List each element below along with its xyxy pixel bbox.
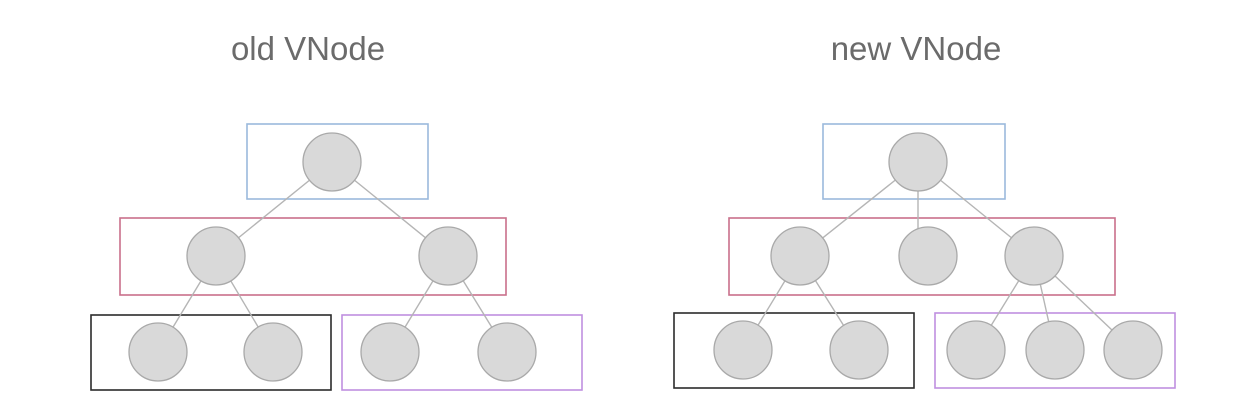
old-leaf-node-3 [360,322,420,382]
new-leaf-node-1 [713,320,773,380]
old-vnode-title: old VNode [230,30,386,67]
new-leaf-node-3 [946,320,1006,380]
new-leaf-node-5 [1103,320,1163,380]
new-vnode-title: new VNode [830,30,1002,67]
new-leaf-node-2 [829,320,889,380]
old-root-node [302,132,362,192]
old-root-level-box [246,123,429,200]
old-right-children-box [341,314,583,391]
old-level2-node-right [418,226,478,286]
old-vnode-tree [90,123,583,391]
new-vnode-tree [673,123,1176,389]
new-root-level-box [822,123,1006,200]
old-leaf-node-4 [477,322,537,382]
new-level2-node-right [1004,226,1064,286]
new-right-children-box [934,312,1176,389]
new-leaf-node-4 [1025,320,1085,380]
old-second-level-box [119,217,507,296]
new-level2-node-middle [898,226,958,286]
old-leaf-node-1 [128,322,188,382]
old-leaf-node-2 [243,322,303,382]
old-level2-node-left [186,226,246,286]
new-left-children-box [673,312,915,389]
new-level2-node-left [770,226,830,286]
old-left-children-box [90,314,332,391]
new-root-node [888,132,948,192]
new-second-level-box [728,217,1116,296]
